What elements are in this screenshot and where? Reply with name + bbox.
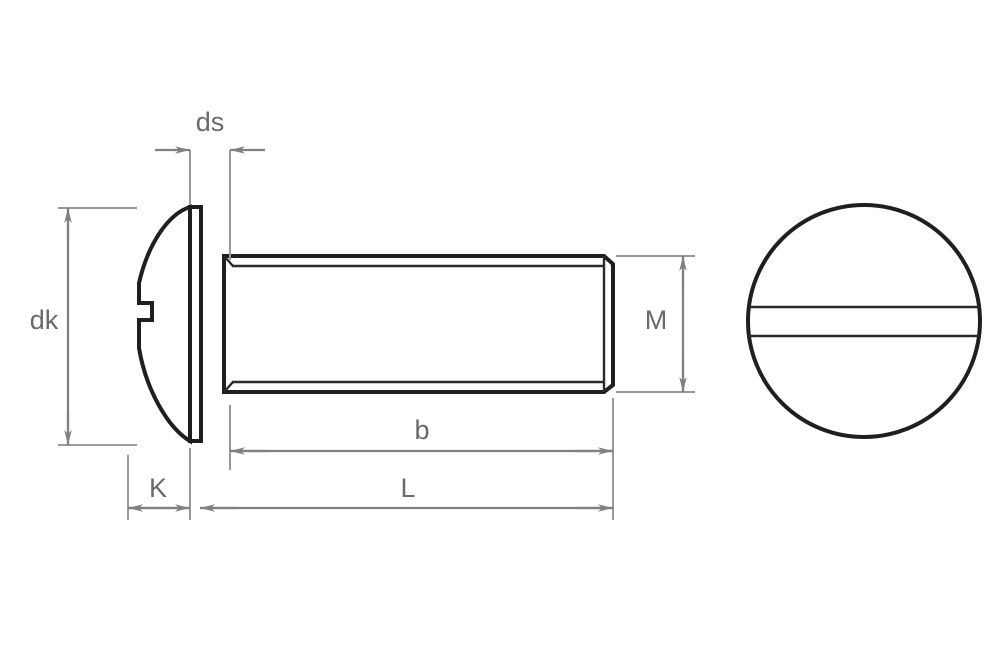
screw-shank [222, 254, 615, 394]
dimension-M: M [616, 255, 695, 393]
dimension-label-L: L [400, 473, 415, 503]
head-circle-outline [746, 203, 982, 439]
dimension-label-ds: ds [196, 107, 225, 137]
dimension-b: b [229, 398, 614, 520]
chamfer-top-left [223, 255, 234, 267]
dimension-label-dk: dk [30, 305, 59, 335]
head-back-face [188, 205, 203, 443]
dimension-label-M: M [645, 305, 668, 335]
dimension-dk: dk [30, 207, 137, 446]
dimension-ds: ds [155, 107, 265, 260]
dimension-label-K: K [149, 473, 167, 503]
chamfer-bottom-left [223, 381, 234, 393]
head-end-view [746, 203, 982, 439]
dimension-K: K [127, 448, 191, 520]
dimension-L: L [200, 473, 613, 512]
screw-head [137, 204, 203, 445]
dimension-label-b: b [414, 415, 429, 445]
